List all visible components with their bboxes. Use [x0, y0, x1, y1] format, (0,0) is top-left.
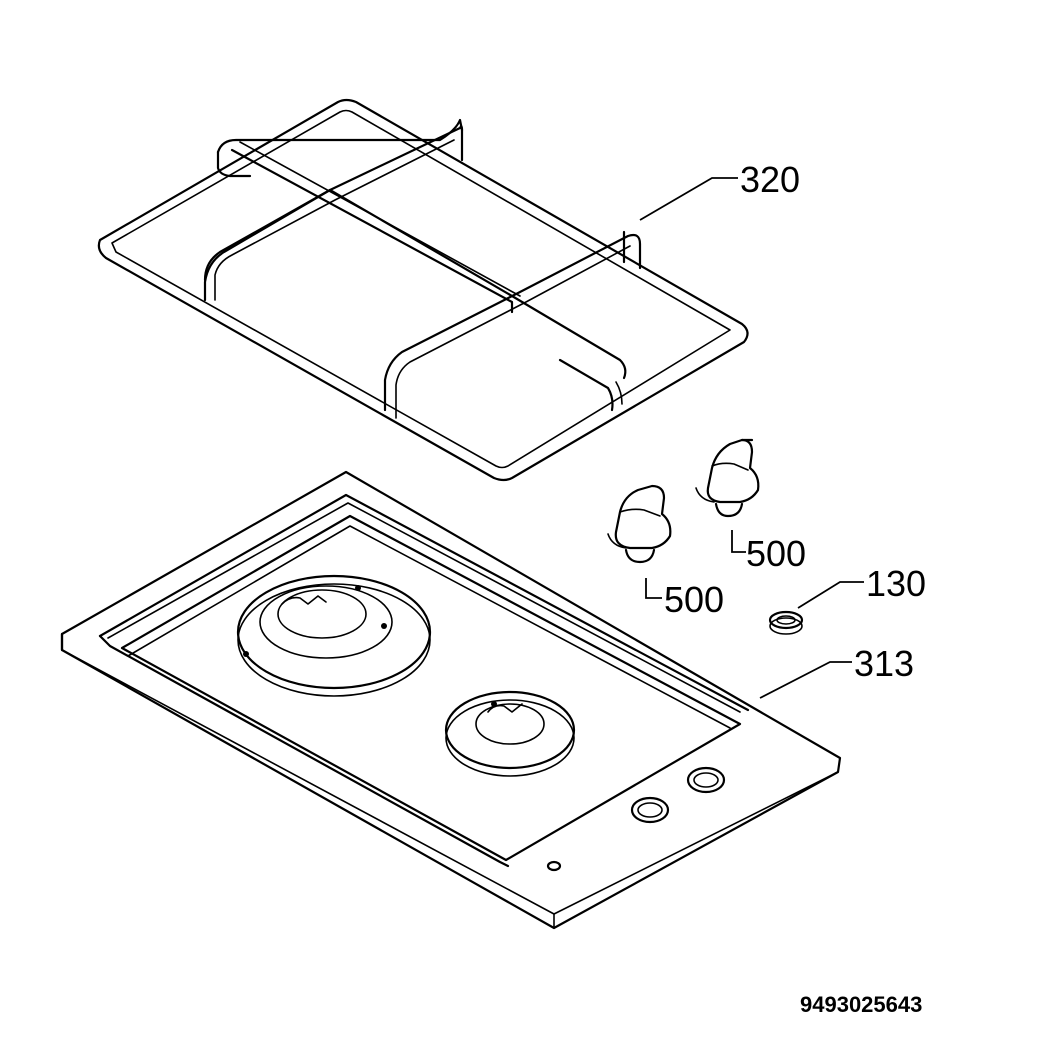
knob-holes [546, 766, 726, 872]
callout-313: 313 [759, 643, 914, 699]
control-knob-right [695, 438, 760, 518]
label-313: 313 [854, 643, 914, 684]
callout-320: 320 [639, 159, 800, 221]
label-130: 130 [866, 563, 926, 604]
spring-ring [768, 610, 804, 635]
small-burner [444, 690, 576, 777]
label-320: 320 [740, 159, 800, 200]
gas-hob [60, 470, 842, 930]
label-500-right: 500 [746, 533, 806, 574]
control-knob-left [607, 484, 672, 564]
label-500-left: 500 [664, 579, 724, 620]
callout-500-right: 500 [731, 530, 806, 574]
callout-500-left: 500 [645, 578, 724, 620]
pan-support-grid [97, 98, 749, 482]
document-number: 9493025643 [800, 992, 922, 1017]
large-burner [236, 574, 432, 697]
callout-130: 130 [797, 563, 926, 609]
